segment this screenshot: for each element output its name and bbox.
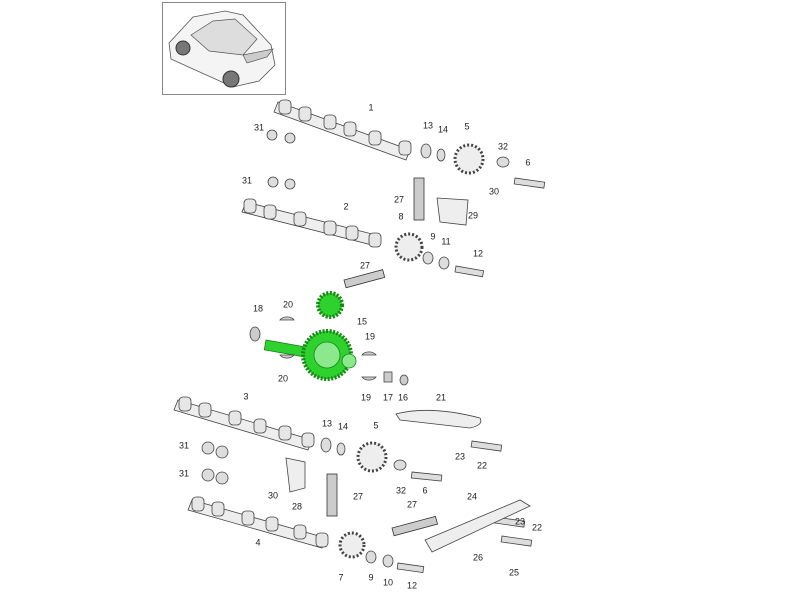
intermediate-shaft[interactable] xyxy=(263,291,357,381)
callout-5[interactable]: 5 xyxy=(373,420,379,431)
callout-31[interactable]: 31 xyxy=(253,122,265,133)
callout-7[interactable]: 7 xyxy=(338,572,344,583)
callout-14[interactable]: 14 xyxy=(337,421,349,432)
callout-18[interactable]: 18 xyxy=(252,303,264,314)
callout-1[interactable]: 1 xyxy=(368,102,374,113)
callout-28[interactable]: 28 xyxy=(291,501,303,512)
callout-10[interactable]: 10 xyxy=(382,577,394,588)
camshaft-2[interactable] xyxy=(241,198,382,248)
callout-32[interactable]: 32 xyxy=(395,485,407,496)
callout-23[interactable]: 23 xyxy=(514,516,526,527)
callout-20[interactable]: 20 xyxy=(282,299,294,310)
callout-13[interactable]: 13 xyxy=(422,120,434,131)
callout-23[interactable]: 23 xyxy=(454,451,466,462)
callout-19[interactable]: 19 xyxy=(360,392,372,403)
bearings[interactable] xyxy=(249,316,409,386)
camshaft-4[interactable] xyxy=(187,496,329,549)
callout-27[interactable]: 27 xyxy=(352,491,364,502)
callout-14[interactable]: 14 xyxy=(437,124,449,135)
callout-29[interactable]: 29 xyxy=(467,210,479,221)
callout-26[interactable]: 26 xyxy=(472,552,484,563)
camshaft-1[interactable] xyxy=(273,99,412,161)
callout-27[interactable]: 27 xyxy=(406,499,418,510)
car-thumbnail-icon xyxy=(168,10,276,88)
callout-31[interactable]: 31 xyxy=(241,175,253,186)
callout-4[interactable]: 4 xyxy=(255,537,261,548)
callout-15[interactable]: 15 xyxy=(356,316,368,327)
callout-12[interactable]: 12 xyxy=(472,248,484,259)
callout-22[interactable]: 22 xyxy=(531,522,543,533)
vehicle-thumbnail[interactable] xyxy=(162,2,286,95)
callout-24[interactable]: 24 xyxy=(466,491,478,502)
callout-6[interactable]: 6 xyxy=(422,485,428,496)
callout-20[interactable]: 20 xyxy=(277,373,289,384)
callout-31[interactable]: 31 xyxy=(178,468,190,479)
callout-16[interactable]: 16 xyxy=(397,392,409,403)
callout-30[interactable]: 30 xyxy=(488,186,500,197)
timing-chains[interactable] xyxy=(326,177,439,537)
washers-and-bolts[interactable] xyxy=(201,129,546,574)
callout-19[interactable]: 19 xyxy=(364,331,376,342)
callout-27[interactable]: 27 xyxy=(359,260,371,271)
callout-8[interactable]: 8 xyxy=(398,211,404,222)
callout-30[interactable]: 30 xyxy=(267,490,279,501)
sprocket[interactable] xyxy=(338,143,485,559)
callout-3[interactable]: 3 xyxy=(243,391,249,402)
callout-21[interactable]: 21 xyxy=(435,392,447,403)
chain-guides[interactable] xyxy=(285,197,531,553)
callout-2[interactable]: 2 xyxy=(343,201,349,212)
callout-13[interactable]: 13 xyxy=(321,418,333,429)
callout-12[interactable]: 12 xyxy=(406,580,418,591)
callout-17[interactable]: 17 xyxy=(382,392,394,403)
callout-25[interactable]: 25 xyxy=(508,567,520,578)
camshaft-3[interactable] xyxy=(173,396,315,451)
callout-9[interactable]: 9 xyxy=(368,572,374,583)
callout-22[interactable]: 22 xyxy=(476,460,488,471)
callout-27[interactable]: 27 xyxy=(393,194,405,205)
callout-31[interactable]: 31 xyxy=(178,440,190,451)
callout-9[interactable]: 9 xyxy=(430,231,436,242)
callout-6[interactable]: 6 xyxy=(525,157,531,168)
callout-5[interactable]: 5 xyxy=(464,121,470,132)
callout-11[interactable]: 11 xyxy=(441,236,451,247)
callout-32[interactable]: 32 xyxy=(497,141,509,152)
